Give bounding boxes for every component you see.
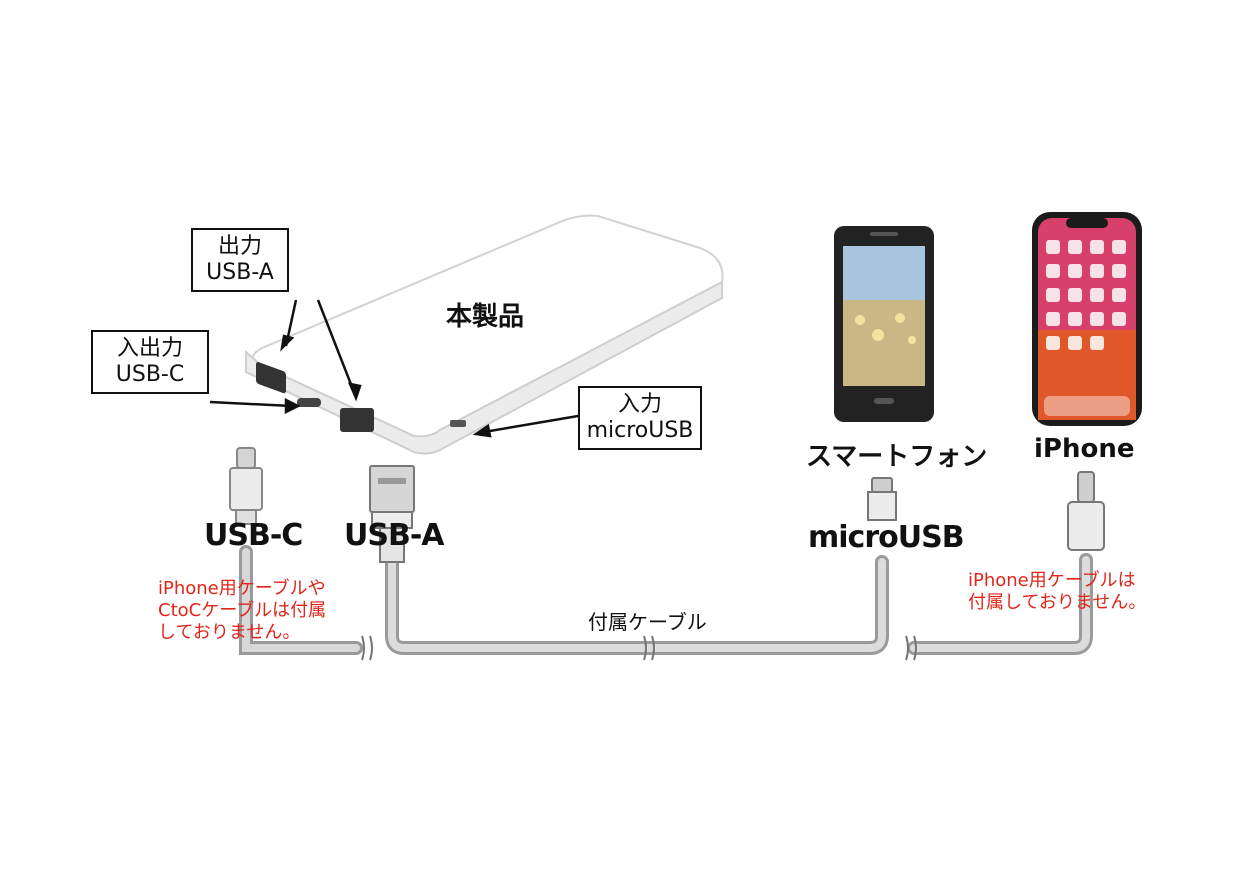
left-note: iPhone用ケーブルや CtoCケーブルは付属 しておりません。	[158, 578, 326, 644]
callout-usb-a-line1: 出力	[193, 234, 287, 260]
callout-usb-c-line2: USB-C	[93, 362, 207, 388]
iphone-icon	[1032, 212, 1142, 426]
micro-usb-plug-icon	[868, 478, 896, 520]
iphone-label: iPhone	[1034, 434, 1134, 464]
usb-c-plug-icon	[230, 448, 262, 524]
smartphone-label: スマートフォン	[806, 436, 987, 473]
usb-c-label: USB-C	[204, 518, 302, 553]
product-title: 本製品	[446, 296, 524, 333]
callout-usb-a-line2: USB-A	[193, 260, 287, 286]
callout-micro-line1: 入力	[580, 392, 700, 418]
usb-a-label: USB-A	[344, 518, 444, 553]
smartphone-icon	[834, 226, 934, 422]
lightning-plug-icon	[1068, 472, 1104, 550]
callout-usb-a-output: 出力 USB-A	[191, 228, 289, 292]
callout-micro-usb-input: 入力 microUSB	[578, 386, 702, 450]
callout-usb-c-line1: 入出力	[93, 336, 207, 362]
right-note: iPhone用ケーブルは 付属しておりません。	[968, 570, 1146, 614]
callout-usb-c-io: 入出力 USB-C	[91, 330, 209, 394]
bundled-cable-label: 付属ケーブル	[584, 606, 711, 635]
micro-usb-label: microUSB	[808, 520, 964, 555]
callout-micro-line2: microUSB	[580, 418, 700, 444]
